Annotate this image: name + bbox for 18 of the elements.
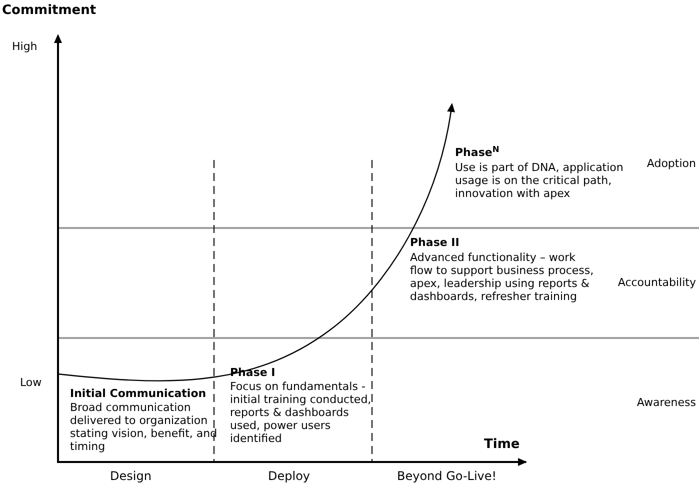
- axis-tick-label: Low: [20, 376, 42, 389]
- phase-heading: Phase II: [410, 236, 460, 249]
- phase-description: Broad communication delivered to organization stating vision, benefit, and timing: [70, 401, 218, 453]
- axis-title: Time: [484, 438, 520, 451]
- level-label: Adoption: [646, 157, 696, 170]
- stage-label: Beyond Go-Live!: [397, 470, 497, 483]
- phase-heading: Initial Communication: [70, 387, 206, 400]
- level-label: Awareness: [636, 396, 696, 409]
- phase-description: Advanced functionality – work flow to support business process, apex, leadership using reports & dashboards, refresher training: [410, 251, 595, 303]
- phase-description: Focus on fundamentals - initial training conducted, reports & dashboards used, power users identified: [230, 380, 372, 445]
- phase-heading: Phase$^{N}$: [455, 146, 500, 159]
- level-label: Accountability: [618, 276, 696, 289]
- phase-description: Use is part of DNA, application usage is on the critical path, innovation with apex: [455, 161, 624, 200]
- stage-label: Design: [110, 470, 152, 483]
- stage-label: Deploy: [268, 470, 310, 483]
- axis-tick-label: High: [12, 40, 38, 53]
- phase-heading: Phase I: [230, 366, 276, 379]
- axis-title: Commitment: [2, 4, 96, 17]
